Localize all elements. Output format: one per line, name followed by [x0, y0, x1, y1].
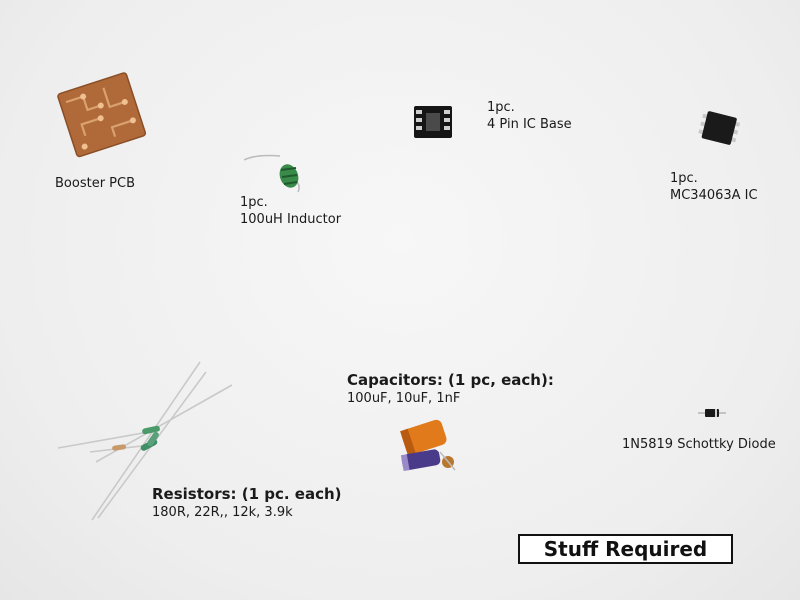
ic-base-name: 4 Pin IC Base	[487, 117, 572, 132]
pcb-label-text: Booster PCB	[55, 176, 136, 191]
stuff-required-text: Stuff Required	[543, 537, 708, 561]
inductor-label: 1pc. 100uH Inductor	[240, 194, 341, 228]
inductor-name: 100uH Inductor	[240, 212, 342, 227]
capacitors-image	[400, 419, 456, 472]
pcb-board-image	[57, 72, 147, 158]
ic-label: 1pc. MC34063A IC	[670, 170, 758, 204]
ic-name: MC34063A IC	[670, 188, 758, 203]
inductor-image	[243, 154, 300, 193]
ic-chip-image	[698, 111, 741, 145]
capacitors-title: Capacitors: (1 pc, each):	[347, 371, 554, 389]
resistors-image	[57, 361, 233, 521]
ic-qty: 1pc.	[670, 171, 698, 186]
ic-base-label: 1pc. 4 Pin IC Base	[487, 99, 572, 133]
resistors-values: 180R, 22R,, 12k, 3.9k	[152, 505, 293, 520]
capacitors-values: 100uF, 10uF, 1nF	[347, 391, 461, 406]
diode-label: 1N5819 Schottky Diode	[622, 436, 776, 453]
resistors-label: Resistors: (1 pc. each) 180R, 22R,, 12k,…	[152, 485, 342, 521]
stuff-required-banner: Stuff Required	[518, 534, 733, 564]
ic-base-qty: 1pc.	[487, 100, 515, 115]
inductor-qty: 1pc.	[240, 195, 268, 210]
ic-base-image	[414, 106, 452, 138]
diode-label-text: 1N5819 Schottky Diode	[622, 437, 776, 452]
diode-image	[698, 409, 726, 417]
resistors-title: Resistors: (1 pc. each)	[152, 485, 342, 503]
capacitors-label: Capacitors: (1 pc, each): 100uF, 10uF, 1…	[347, 371, 554, 407]
pcb-label: Booster PCB	[55, 175, 135, 192]
